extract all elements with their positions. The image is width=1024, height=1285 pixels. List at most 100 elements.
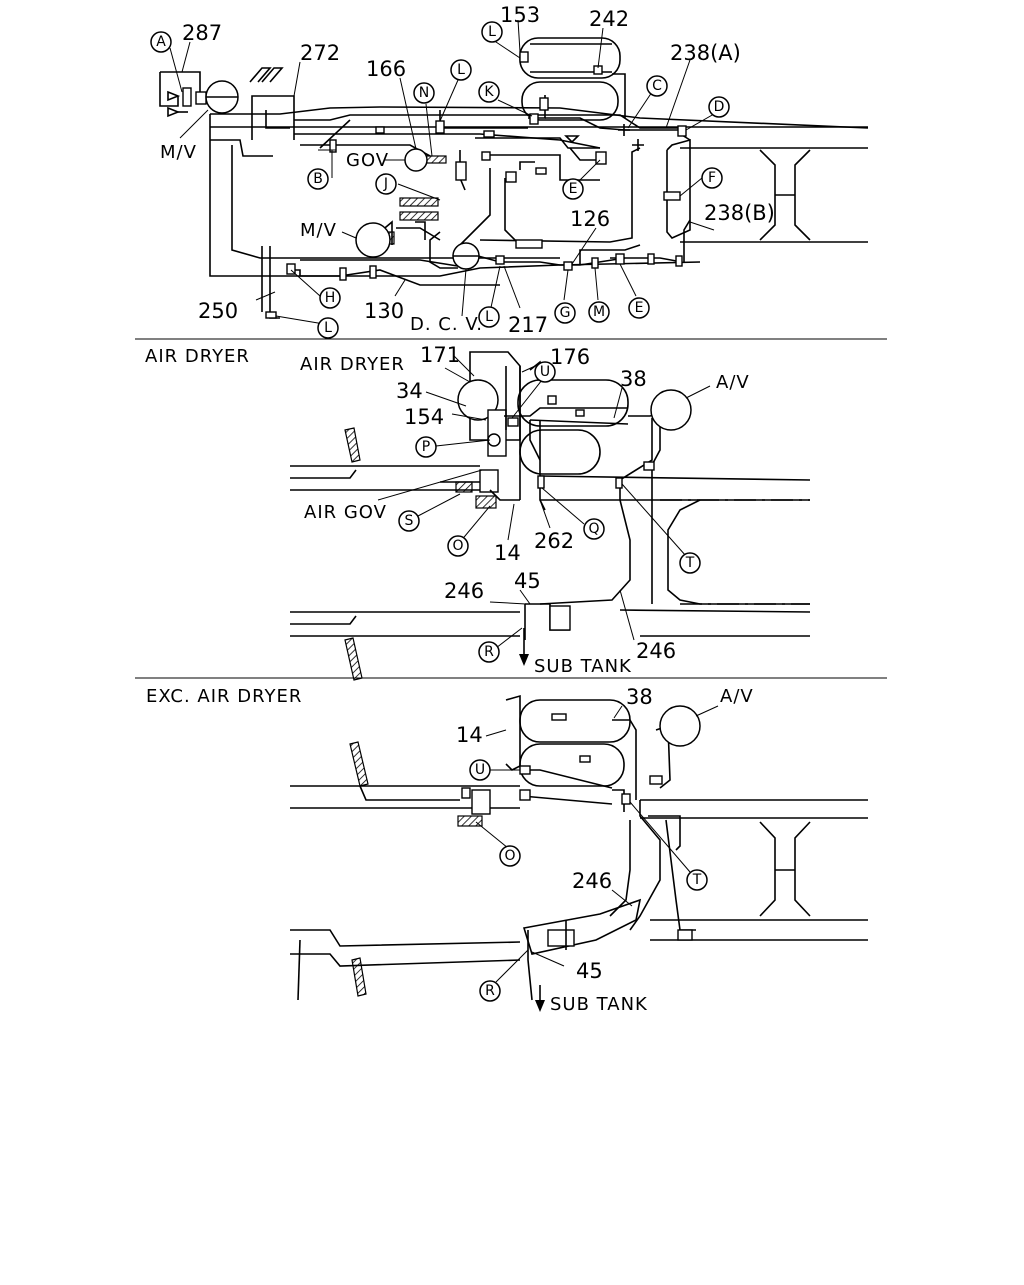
callout-u-bot: U [475,762,485,778]
callout-s: S [405,513,414,529]
callout-l-1: L [457,62,465,78]
callout-j: J [383,176,388,192]
label-av-bot: A/V [720,686,754,707]
callout-o-bot: O [504,848,515,864]
callout-r-bot: R [485,983,495,999]
air-dryer-section: AIR DRYER [145,343,811,681]
label-gov: GOV [346,150,389,171]
label-238b: 238(B) [704,201,775,225]
callout-p: P [422,439,430,455]
label-250: 250 [198,299,238,323]
label-246-mid-b: 246 [636,639,676,663]
air-dryer-unit [457,351,521,500]
label-mv-2: M/V [300,220,337,241]
top-leader-lines [169,19,715,325]
label-238a: 238(A) [670,41,741,65]
unit-287 [159,71,207,118]
label-287: 287 [182,21,222,45]
label-166: 166 [366,57,406,81]
section-title-exc-air-dryer: EXC. AIR DRYER [146,686,302,707]
mid-text-labels: AIR DRYER A/V AIR GOV SUB TANK [300,354,750,677]
label-171: 171 [420,343,460,367]
top-frame-rails [209,106,869,277]
mid-callouts: U P S O Q T R [398,361,701,663]
label-av-mid: A/V [716,372,750,393]
callout-f: F [708,170,716,186]
label-14-mid: 14 [494,541,521,565]
label-air-dryer-unit: AIR DRYER [300,354,405,375]
callout-l-3: L [324,320,332,336]
top-fittings [265,51,687,319]
callout-m: M [593,304,605,320]
mid-part-numbers: 171 176 34 154 38 14 262 246 45 246 [396,343,676,663]
air-valve-av-mid [650,389,692,431]
bot-part-numbers: 38 14 246 45 [456,685,653,983]
mid-air-tanks [517,379,629,475]
section-title-air-dryer: AIR DRYER [145,346,250,367]
label-45-bot: 45 [576,959,603,983]
callout-t-bot: T [692,872,702,888]
bracket-14 [505,694,521,771]
callout-e-2: E [635,300,644,316]
bot-callouts: U O T R [469,759,708,1002]
callout-n: N [419,85,429,101]
label-45-mid: 45 [514,569,541,593]
callout-k: K [484,84,494,100]
callout-e-1: E [569,181,578,197]
callout-l-4: L [485,309,493,325]
label-154: 154 [404,405,444,429]
governor [404,148,428,172]
callout-l-2: L [488,24,496,40]
sub-tank-arrow-bot [535,985,545,1012]
bot-text-labels: A/V SUB TANK [550,686,754,1015]
label-38-mid: 38 [620,367,647,391]
callout-t-mid: T [685,555,695,571]
sub-tank-arrow-mid [519,628,529,666]
label-34: 34 [396,379,423,403]
callout-r-mid: R [484,644,494,660]
callout-b: B [313,171,323,187]
top-section: 287 272 166 153 242 238(A) 238(B) 126 25… [150,3,869,339]
top-piping [261,73,691,319]
magnetic-valve-2 [355,222,391,258]
label-126: 126 [570,207,610,231]
label-153: 153 [500,3,540,27]
callout-o-mid: O [452,538,463,554]
exc-air-dryer-section: EXC. AIR DRYER [146,685,868,1015]
label-262: 262 [534,529,574,553]
label-246-bot: 246 [572,869,612,893]
label-dcv: D. C. V. [410,314,483,335]
label-38-bot: 38 [626,685,653,709]
callout-a: A [156,34,166,50]
bot-leader-lines [475,705,719,983]
bot-piping [521,719,696,1001]
callout-u-mid: U [540,364,550,380]
component-272 [249,67,295,140]
callout-h: H [325,290,336,306]
callout-g: G [560,305,571,321]
label-air-gov: AIR GOV [304,502,387,523]
bot-air-tanks [519,699,631,787]
sub-tank-bot [522,898,642,955]
label-246-mid-a: 246 [444,579,484,603]
label-217: 217 [508,313,548,337]
callout-q: Q [588,521,599,537]
top-text-labels: M/V GOV M/V D. C. V. [160,142,483,335]
mid-frame-rails [290,427,811,681]
callout-c: C [652,78,662,94]
callout-d: D [714,99,725,115]
label-272: 272 [300,41,340,65]
label-176: 176 [550,345,590,369]
top-callouts: A L L N K C D B E J F H L L G M E [150,21,730,339]
mid-leader-lines [377,355,711,649]
label-sub-tank-mid: SUB TANK [534,656,632,677]
label-sub-tank-bot: SUB TANK [550,994,648,1015]
air-valve-av-bot [659,705,701,747]
label-242: 242 [589,7,629,31]
label-14-bot: 14 [456,723,483,747]
top-part-numbers: 287 272 166 153 242 238(A) 238(B) 126 25… [182,3,775,337]
label-130: 130 [364,299,404,323]
label-mv-1: M/V [160,142,197,163]
